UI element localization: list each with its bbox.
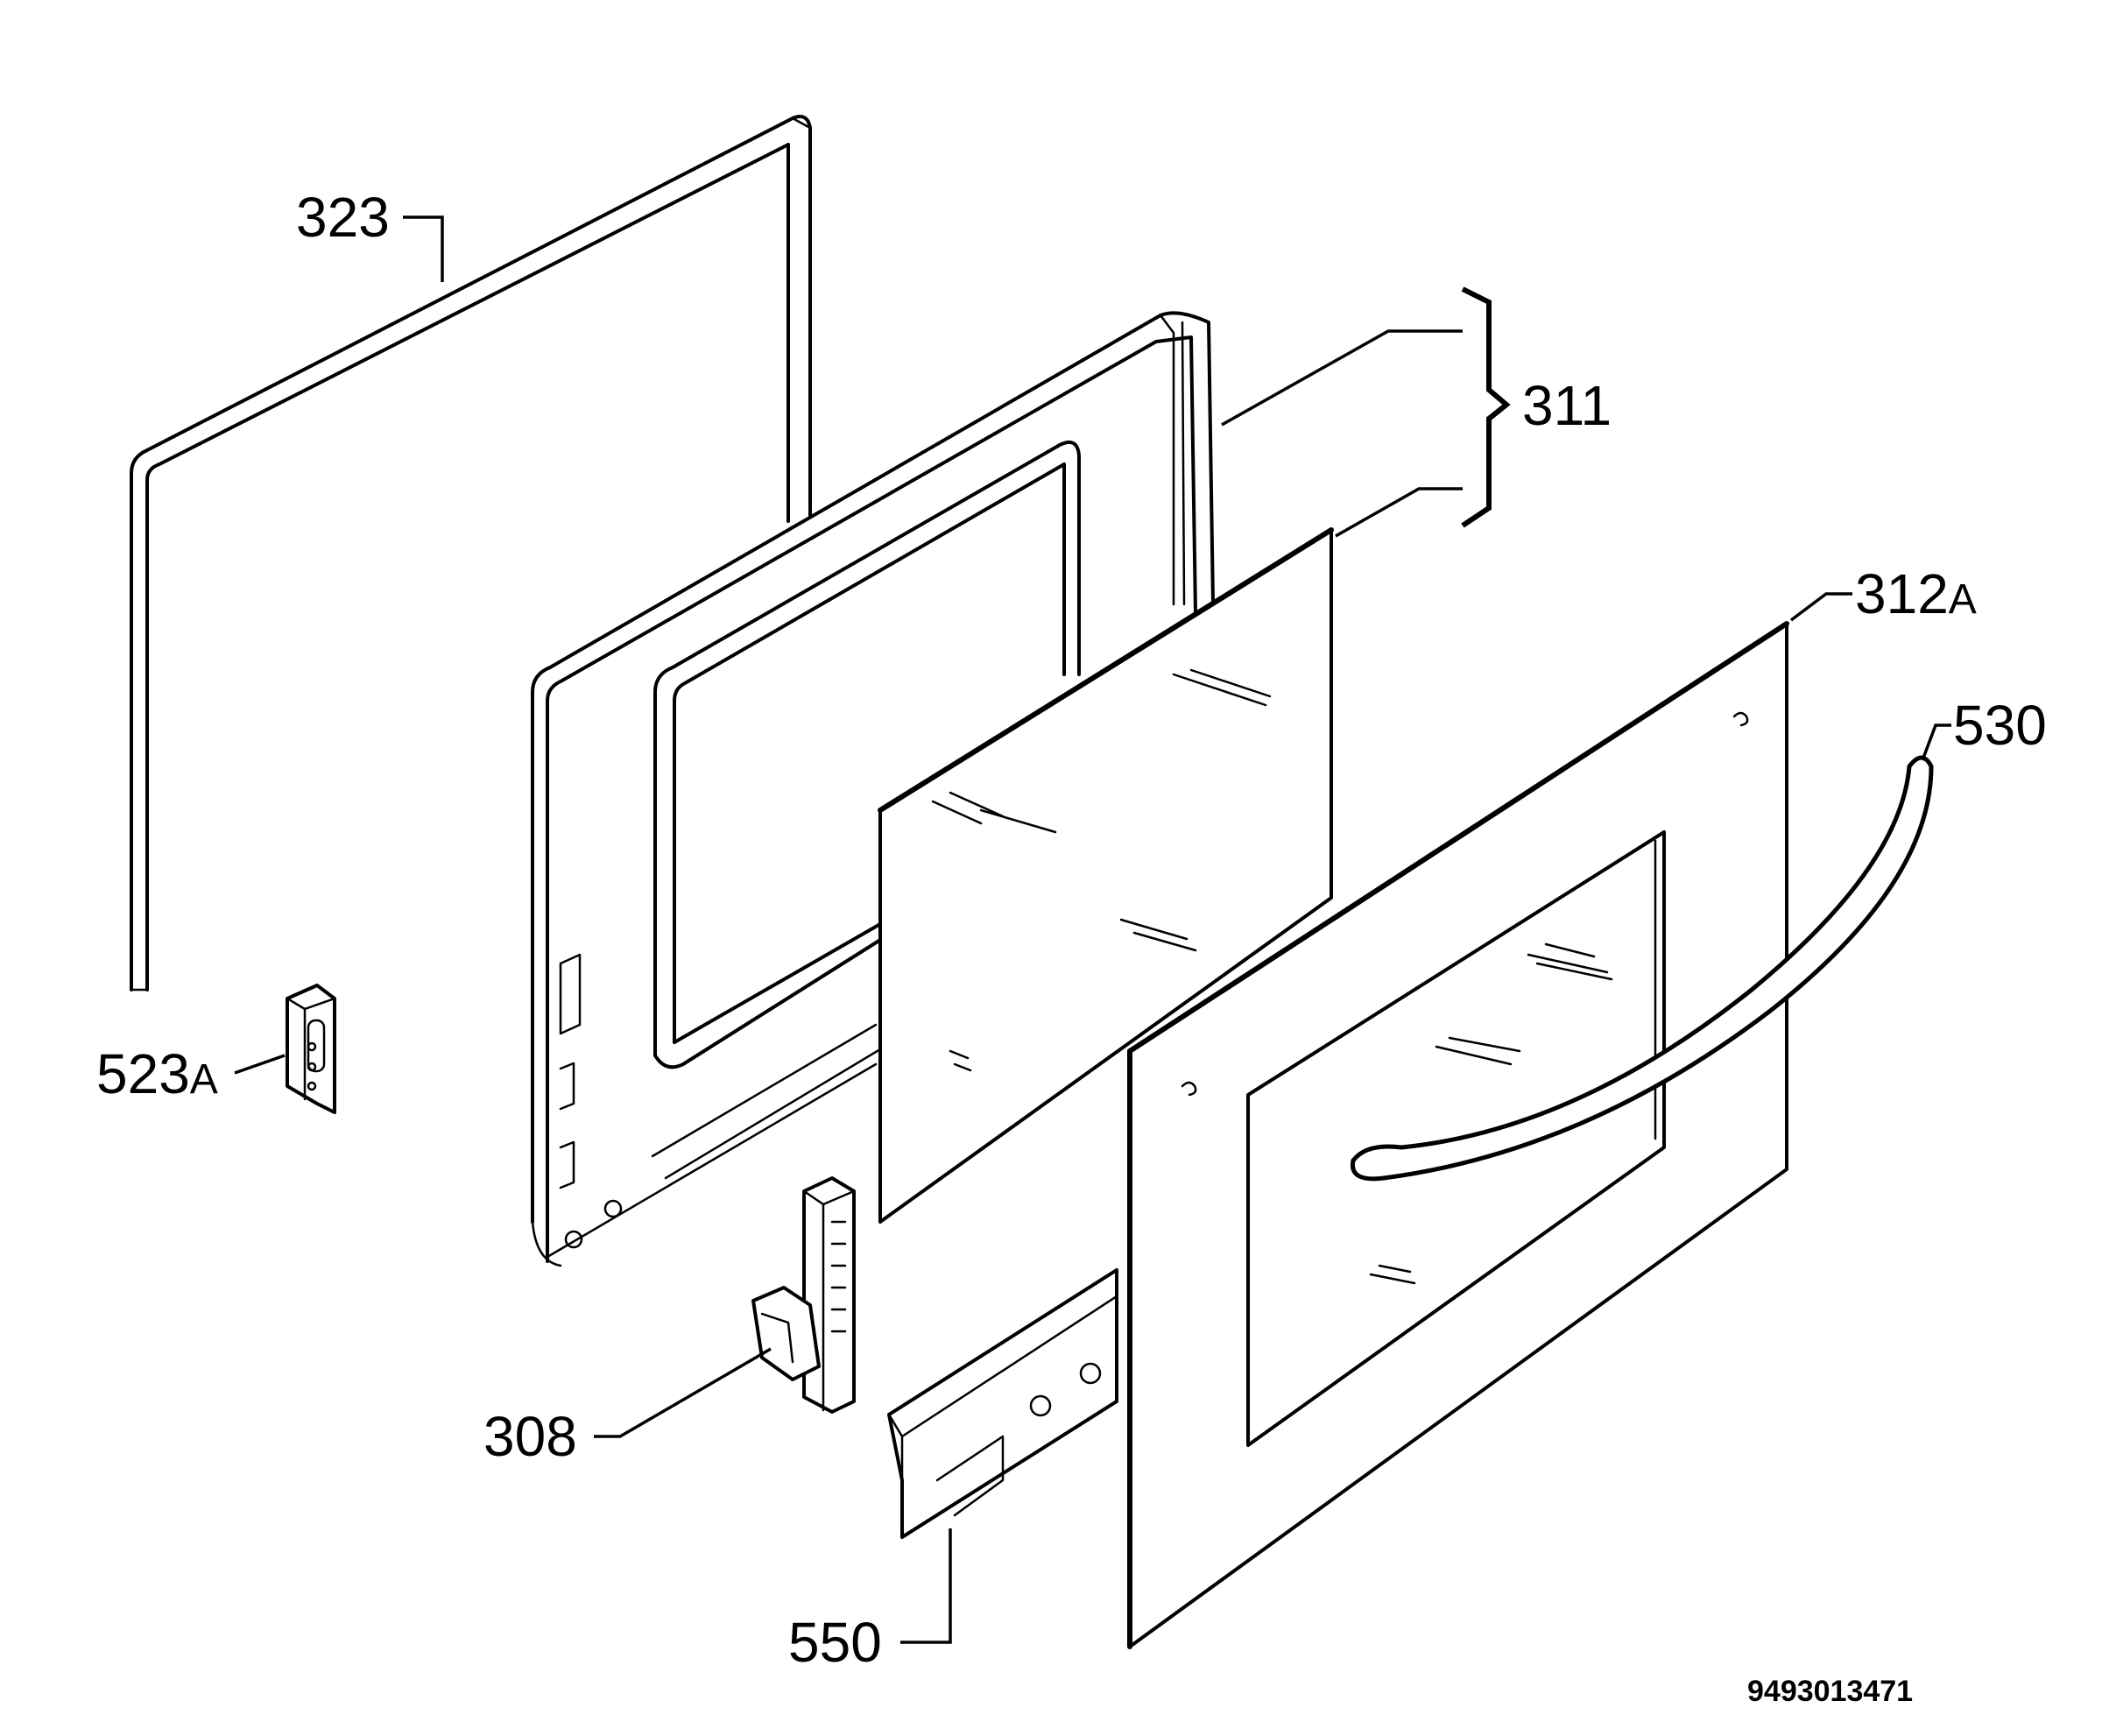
leader-312A bbox=[1789, 592, 1852, 622]
leader-323 bbox=[403, 215, 444, 282]
leader-550 bbox=[900, 1528, 952, 1644]
label-550: 550 bbox=[788, 1611, 882, 1674]
label-311: 311 bbox=[1522, 374, 1612, 437]
label-323: 323 bbox=[296, 186, 390, 249]
door-hinge-308[interactable] bbox=[751, 1176, 856, 1414]
leader-311-top bbox=[1221, 329, 1463, 427]
leader-530 bbox=[1921, 723, 1951, 761]
label-530: 530 bbox=[1953, 694, 2047, 757]
label-308: 308 bbox=[483, 1405, 577, 1468]
drawing-code: 9493013471 bbox=[1747, 1675, 1913, 1708]
leader-311-bottom bbox=[1335, 487, 1463, 538]
door-catch-523A[interactable] bbox=[286, 984, 336, 1114]
brace-311 bbox=[1461, 286, 1511, 528]
door-seal-gasket-323[interactable] bbox=[130, 115, 812, 991]
label-312A: 312A bbox=[1855, 562, 1977, 625]
label-523A: 523A bbox=[96, 1042, 218, 1105]
inner-door-frame-311[interactable] bbox=[531, 311, 1215, 1267]
leader-523A bbox=[234, 1054, 286, 1075]
outer-door-panel-312A[interactable] bbox=[1127, 621, 1789, 1649]
leader-308 bbox=[594, 1347, 772, 1438]
inner-glass-pane-311[interactable] bbox=[878, 527, 1334, 1224]
bottom-trim-550[interactable] bbox=[887, 1268, 1118, 1539]
